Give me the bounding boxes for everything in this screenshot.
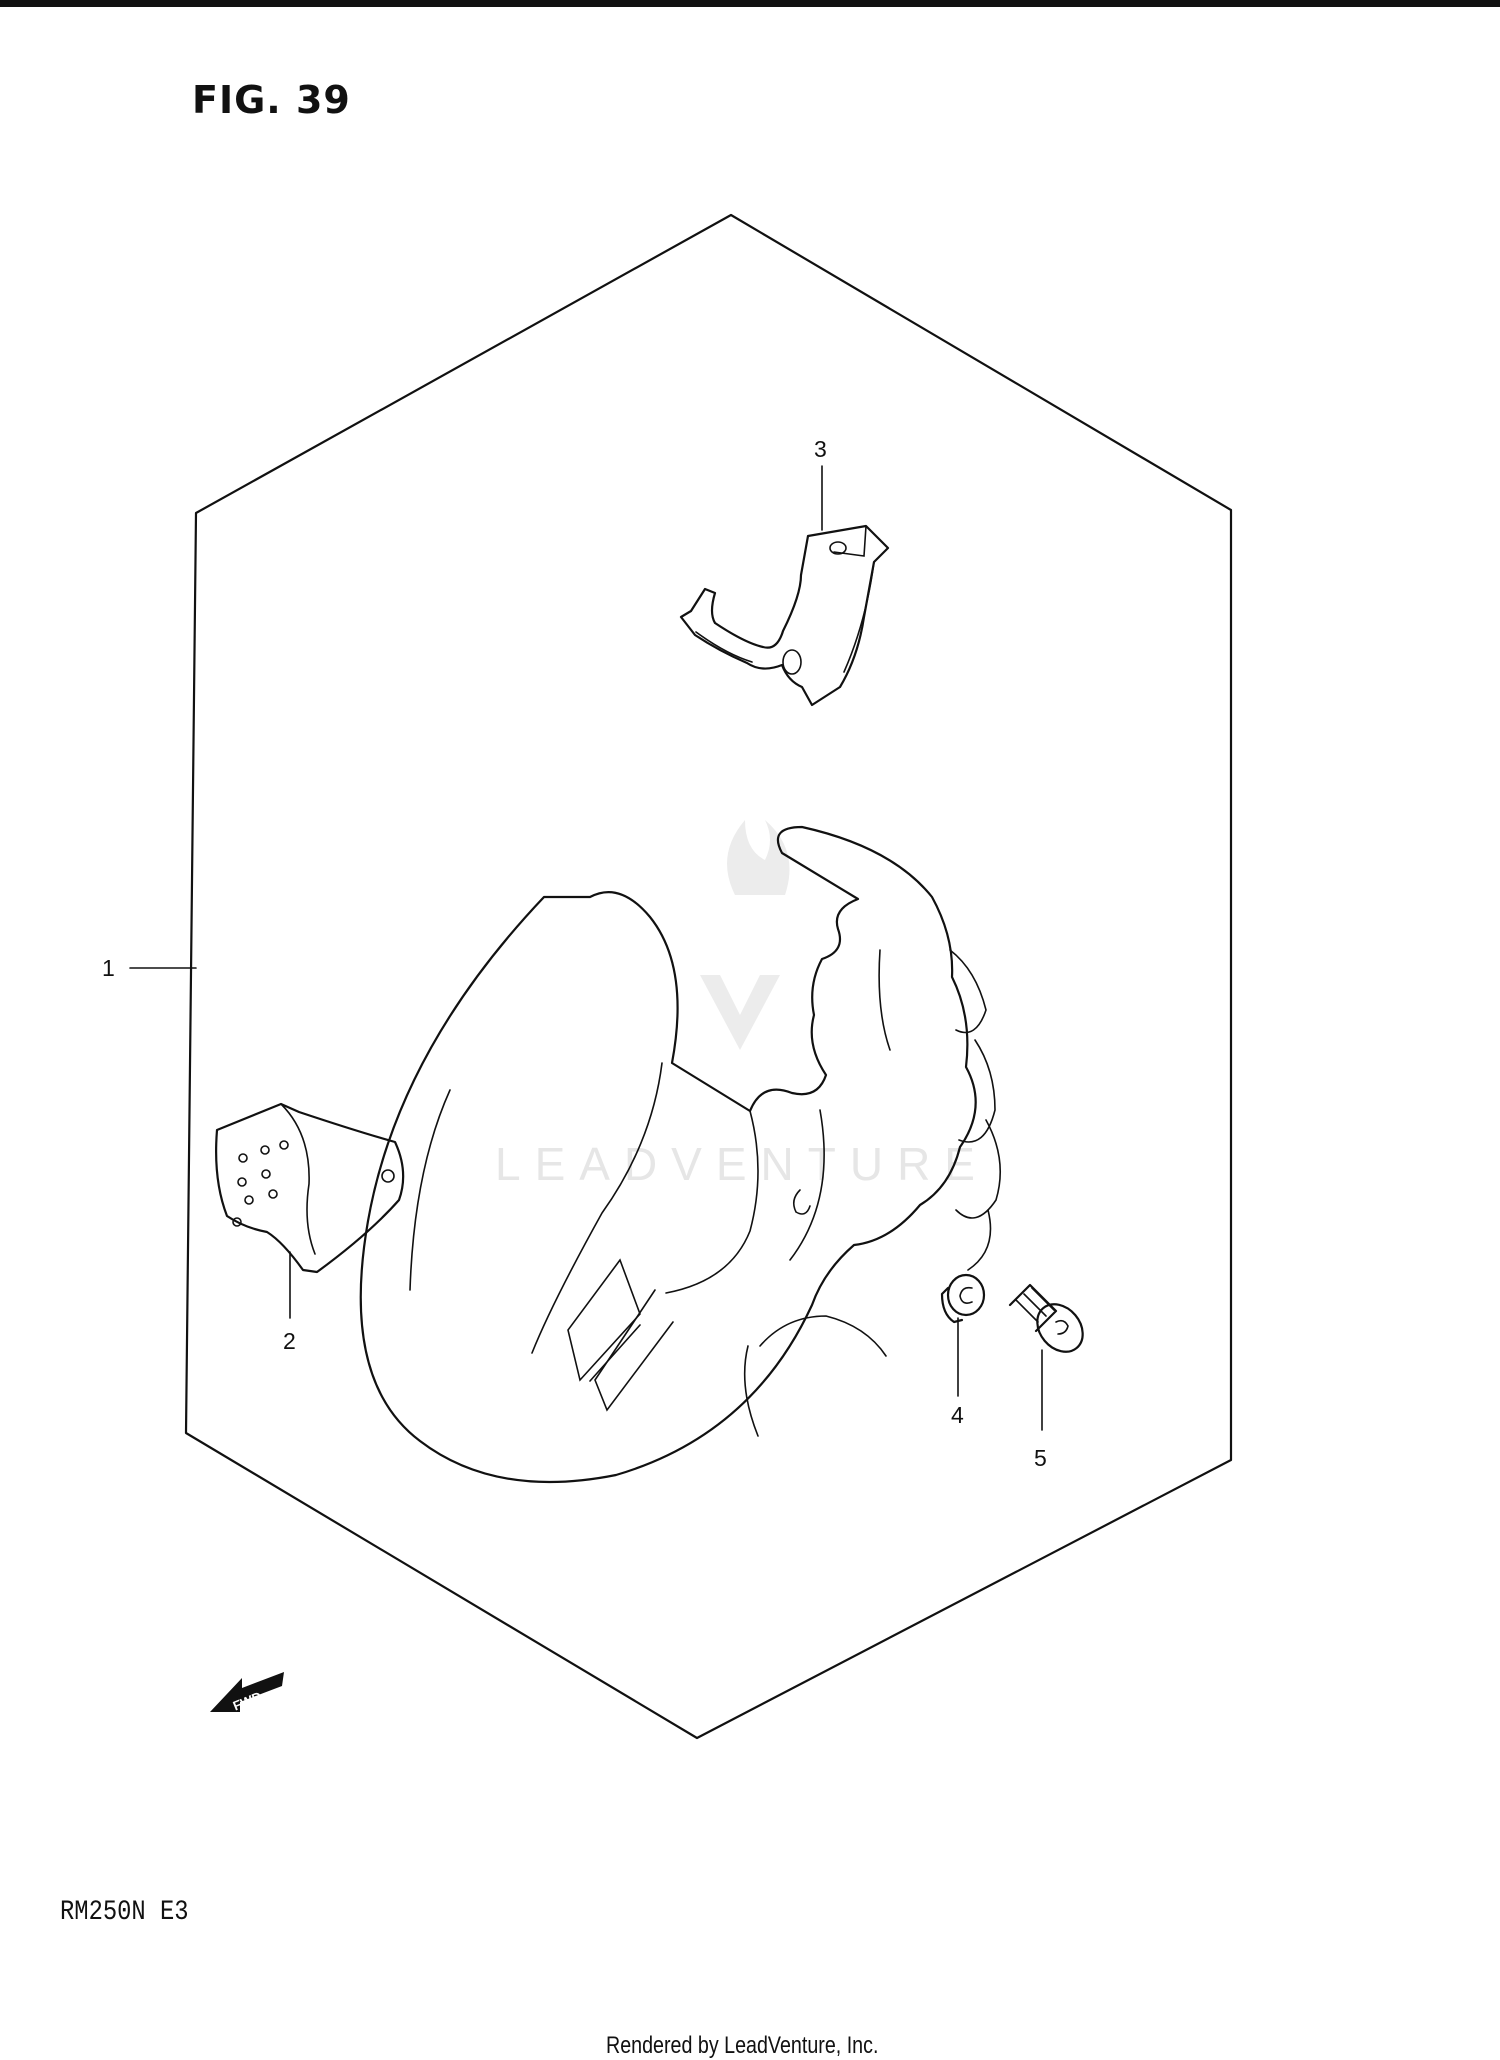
fwd-arrow: FWD	[210, 1672, 284, 1714]
callout-4: 4	[951, 1402, 964, 1428]
top-rule	[0, 0, 1500, 7]
watermark-text: LEADVENTURE	[495, 1138, 989, 1190]
footer-credit: Rendered by LeadVenture, Inc.	[606, 2032, 879, 2059]
callout-1: 1	[102, 955, 115, 981]
part-5-bolt	[1008, 1283, 1084, 1353]
leader-lines	[129, 465, 1043, 1431]
part-1-cover	[359, 825, 1001, 1484]
assembly-outline	[184, 213, 1233, 1740]
part-3-bracket	[679, 524, 890, 707]
callout-3: 3	[814, 436, 827, 462]
callout-2: 2	[283, 1328, 296, 1354]
watermark: LEADVENTURE	[495, 820, 989, 1190]
figure-title: FIG. 39	[192, 78, 351, 122]
part-4-washer	[940, 1273, 986, 1324]
model-label: RM250N E3	[60, 1897, 189, 1928]
part-2-plate	[215, 1102, 405, 1274]
callout-5: 5	[1034, 1445, 1047, 1471]
